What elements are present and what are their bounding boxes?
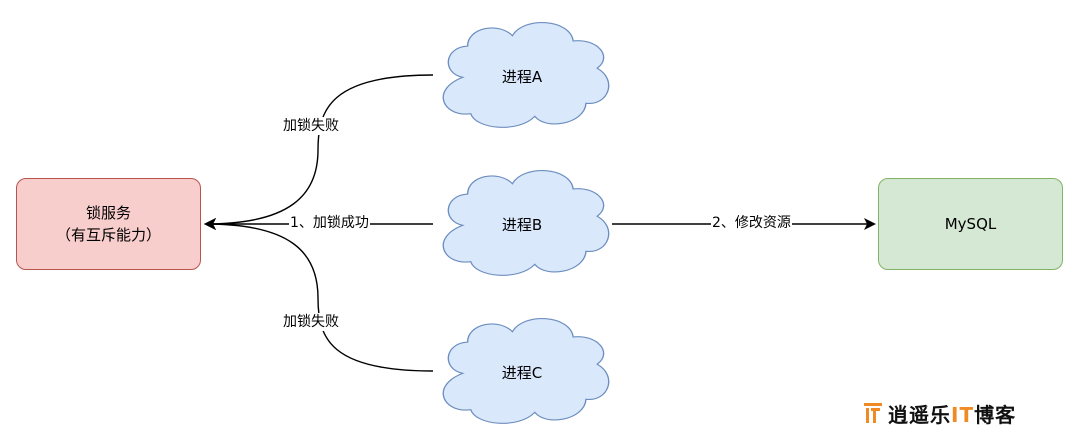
lock-service-title: 锁服务 <box>85 204 131 222</box>
edge-label-c-fail: 加锁失败 <box>282 313 340 331</box>
mysql-label: MySQL <box>944 215 997 233</box>
watermark-text: 逍遥乐IT博客 <box>888 399 1016 428</box>
watermark-suffix: 博客 <box>974 402 1017 427</box>
process-b-label: 进程B <box>501 216 543 234</box>
edge-label-a-fail: 加锁失败 <box>282 117 340 135</box>
blog-watermark: 逍遥乐IT博客 <box>864 399 1016 427</box>
edge-label-b-success: 1、加锁成功 <box>289 214 370 232</box>
watermark-prefix: 逍遥乐 <box>888 402 951 427</box>
lock-service-node: 锁服务 （有互斥能力） <box>16 178 201 270</box>
blog-logo-icon <box>864 402 882 424</box>
process-a-label: 进程A <box>501 68 543 86</box>
edge-label-modify-resource: 2、修改资源 <box>711 214 792 232</box>
lock-service-subtitle: （有互斥能力） <box>55 226 161 244</box>
edge-process-c-to-lock <box>204 218 434 372</box>
process-c-label: 进程C <box>501 364 543 382</box>
watermark-accent: IT <box>951 402 975 427</box>
mysql-node: MySQL <box>878 178 1063 270</box>
edge-process-a-to-lock <box>204 74 434 230</box>
